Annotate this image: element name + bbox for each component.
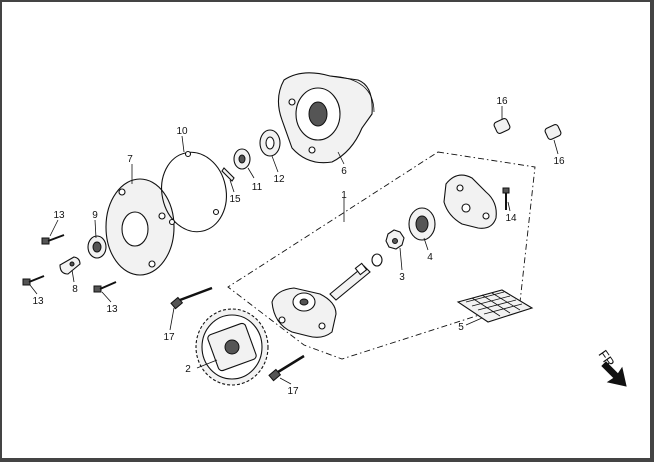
- callout-7: 7: [127, 154, 133, 165]
- inner-rotor: [385, 229, 405, 250]
- flange-bolt-lower: [268, 354, 305, 382]
- callout-6: 6: [341, 166, 347, 177]
- callout-16-right: 16: [553, 156, 565, 167]
- callout-17-lower: 17: [287, 386, 299, 397]
- callout-9: 9: [92, 210, 98, 221]
- leader-16b: [553, 139, 559, 155]
- mounting-plate: [105, 178, 175, 276]
- callout-3: 3: [399, 272, 405, 283]
- callout-14: 14: [505, 213, 517, 224]
- callout-15: 15: [229, 194, 241, 205]
- leader-5: [465, 317, 483, 326]
- dowel-pin-left: [493, 118, 511, 134]
- leader-13c: [101, 291, 112, 303]
- leader-13a: [49, 219, 59, 237]
- leader-9: [94, 219, 97, 239]
- leader-3: [399, 247, 403, 271]
- callout-8: 8: [72, 284, 78, 295]
- nut: [233, 148, 251, 170]
- screw-13-upper: [41, 234, 65, 245]
- pin: [221, 167, 235, 182]
- joint-pin: [59, 256, 81, 275]
- leader-11: [247, 167, 255, 179]
- washer: [259, 129, 281, 157]
- flange-bolt-upper: [170, 286, 213, 310]
- callout-12: 12: [273, 174, 285, 185]
- callout-11: 11: [252, 182, 263, 193]
- leader-12: [271, 155, 279, 173]
- callout-4: 4: [427, 252, 433, 263]
- leader-14: [507, 201, 511, 212]
- gasket-hole: [184, 150, 192, 158]
- callout-5: 5: [458, 322, 464, 333]
- callout-13-upper: 13: [53, 210, 65, 221]
- leader-10: [181, 135, 185, 153]
- oil-pump-body: [271, 287, 337, 338]
- arrow-down-right-icon: [601, 361, 627, 387]
- driven-gear: [195, 308, 269, 386]
- screw-13-left: [22, 275, 45, 286]
- callout-1: 1: [341, 190, 347, 201]
- drive-collar: [87, 235, 107, 259]
- gasket-hole: [212, 208, 220, 216]
- callout-17-upper: 17: [163, 332, 175, 343]
- leader-8: [71, 269, 75, 283]
- callout-2: 2: [185, 364, 191, 375]
- pump-cover-housing: [277, 72, 375, 164]
- callout-13-left: 13: [32, 296, 44, 307]
- callout-16-left: 16: [496, 96, 508, 107]
- leader-13b: [29, 284, 38, 295]
- pump-shaft: [329, 262, 371, 301]
- callout-13-right: 13: [106, 304, 118, 315]
- o-ring: [371, 253, 383, 267]
- dowel-pin-right: [544, 124, 562, 140]
- bolt-14: [502, 187, 510, 210]
- outer-rotor: [408, 207, 436, 241]
- leader-17b: [279, 377, 292, 385]
- screw-13-right: [93, 281, 117, 293]
- leader-2: [196, 359, 218, 369]
- callout-10: 10: [176, 126, 188, 137]
- pump-body-plate: [443, 174, 497, 229]
- assembly-outline: [227, 151, 536, 360]
- oil-strainer: [456, 289, 534, 323]
- leader-4: [423, 237, 429, 251]
- leader-15: [229, 179, 235, 193]
- gasket-hole: [168, 218, 176, 226]
- leader-17a: [169, 307, 175, 331]
- leader-6: [337, 151, 345, 165]
